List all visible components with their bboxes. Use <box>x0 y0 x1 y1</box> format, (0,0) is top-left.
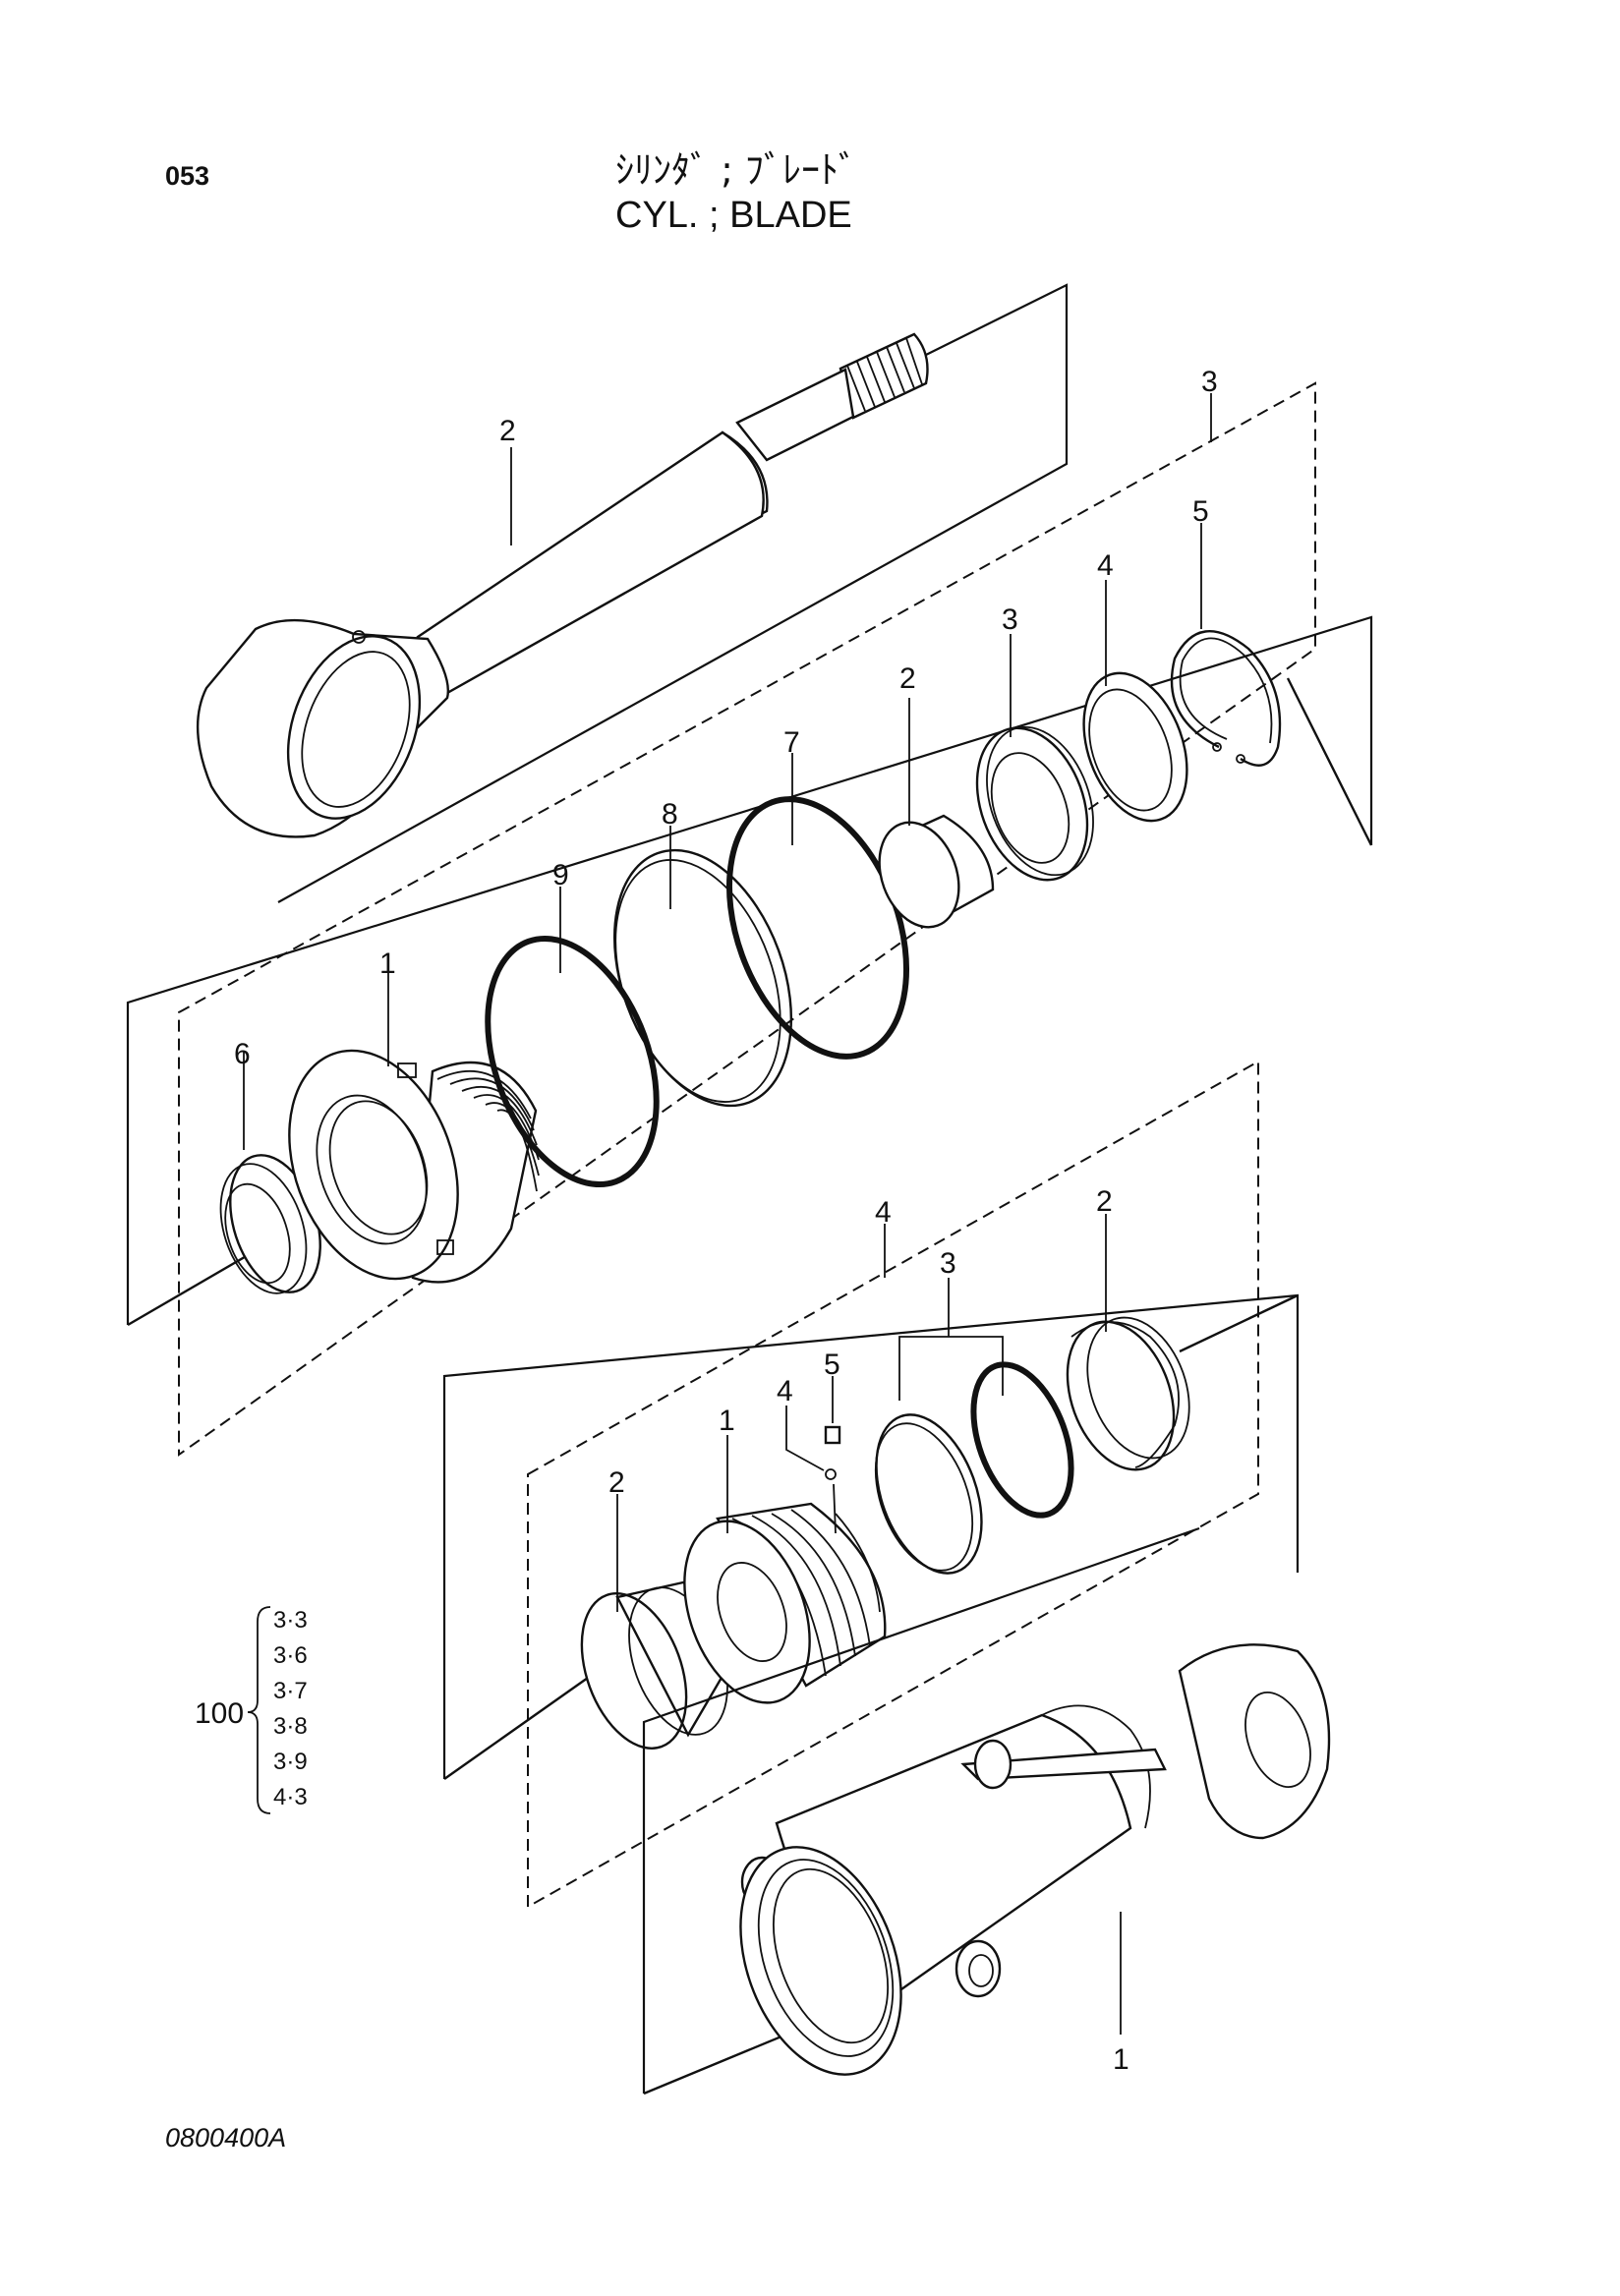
callout-piston-3: 3 <box>940 1247 956 1280</box>
callout-head-4: 4 <box>1097 549 1114 582</box>
callout-piston-2-left: 2 <box>608 1466 625 1499</box>
callout-head-5: 5 <box>1192 495 1209 528</box>
drawing-code: 0800400A <box>165 2123 287 2152</box>
piston-group: 4 2 <box>442 1060 1300 1909</box>
rod-seal-3: 3 <box>975 603 1094 882</box>
kit-number: 100 <box>195 1697 244 1730</box>
title-japanese: ｼﾘﾝﾀﾞ ; ﾌﾞﾚｰﾄﾞ <box>615 148 857 192</box>
callout-head-8: 8 <box>662 798 678 831</box>
kit-item-2: 3·6 <box>273 1642 308 1669</box>
steel-ball: 4 <box>777 1375 837 1534</box>
callout-head-6: 6 <box>234 1038 251 1070</box>
callout-piston-group: 4 <box>875 1196 892 1229</box>
rod-head-group: 3 6 <box>126 366 1373 1457</box>
ring-4: 4 <box>1082 549 1188 823</box>
piston-rod: 2 <box>196 283 1069 903</box>
callout-piston-4: 4 <box>777 1375 793 1407</box>
kit-item-6: 4·3 <box>273 1784 308 1810</box>
kit-item-4: 3·8 <box>273 1713 308 1740</box>
rod-guide-head: 1 <box>288 947 540 1284</box>
title-english: CYL. ; BLADE <box>615 195 852 236</box>
callout-head-1: 1 <box>379 947 396 980</box>
callout-rod: 2 <box>499 415 516 447</box>
kit-item-1: 3·3 <box>273 1607 308 1634</box>
seal-kit-callout: 100 3·3 3·6 3·7 3·8 3·9 4·3 <box>195 1606 308 1814</box>
callout-piston-2-right: 2 <box>1096 1185 1113 1218</box>
page-number: 053 <box>165 161 210 191</box>
callout-head-7: 7 <box>783 726 800 759</box>
wear-ring-right: 2 <box>1066 1185 1190 1471</box>
snap-ring-5: 5 <box>1170 495 1282 767</box>
callout-head-2: 2 <box>899 662 916 695</box>
piston-seal-set: 3 <box>874 1247 1074 1575</box>
kit-item-5: 3·9 <box>273 1749 308 1775</box>
bushing-2: 2 <box>878 662 995 929</box>
callout-head-9: 9 <box>552 859 569 891</box>
backup-ring-8: 8 <box>612 798 793 1108</box>
cylinder-tube: 1 <box>642 1526 1331 2095</box>
callout-piston-1: 1 <box>719 1405 735 1437</box>
set-screw: 5 <box>824 1349 841 1445</box>
piston: 1 <box>683 1405 887 1704</box>
callout-piston-5: 5 <box>824 1349 840 1381</box>
o-ring-9: 9 <box>485 859 660 1188</box>
callout-head-3: 3 <box>1002 603 1018 636</box>
callout-tube: 1 <box>1113 2043 1129 2076</box>
kit-item-3: 3·7 <box>273 1678 308 1704</box>
callout-rod-head-group: 3 <box>1201 366 1218 398</box>
